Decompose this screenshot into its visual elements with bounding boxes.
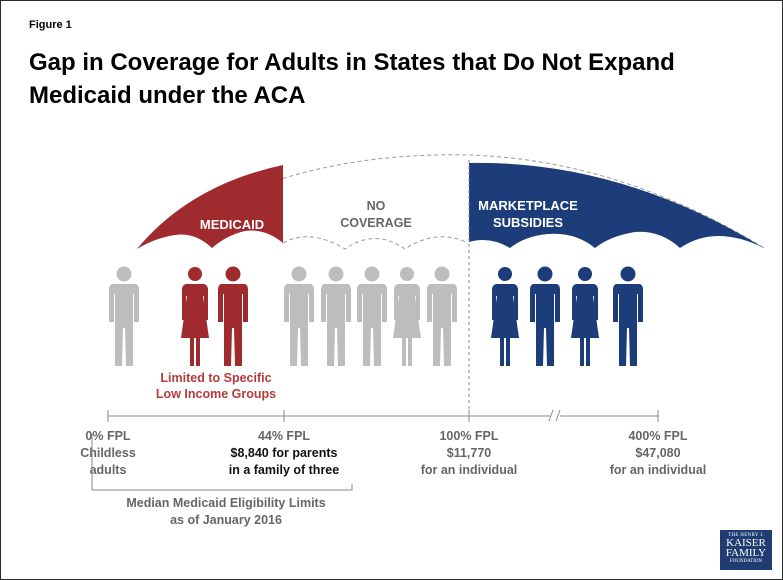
person-silhouette-icon — [284, 266, 314, 366]
logo-line2: KAISER — [726, 537, 766, 549]
person-silhouette-icon — [491, 267, 519, 366]
person-silhouette-icon — [427, 266, 457, 366]
fpl0-line3: adults — [90, 463, 127, 477]
fpl400-line2: $47,080 — [635, 446, 680, 460]
medicaid-label: MEDICAID — [200, 217, 264, 232]
fpl100-line1: 100% FPL — [439, 429, 498, 443]
person-silhouette-icon — [218, 266, 248, 366]
fpl0-line1: 0% FPL — [85, 429, 131, 443]
marketplace-umbrella — [469, 162, 764, 248]
kff-logo: THE HENRY J. KAISER FAMILY FOUNDATION — [720, 530, 772, 570]
no-coverage-label-1: NO — [367, 199, 386, 213]
fpl100-line3: for an individual — [421, 463, 518, 477]
fpl100-line2: $11,770 — [447, 446, 492, 460]
person-silhouette-icon — [321, 266, 351, 366]
person-silhouette-icon — [109, 266, 139, 366]
logo-line4: FOUNDATION — [729, 559, 763, 564]
logo-line1: THE HENRY J. — [728, 533, 764, 538]
fpl44-line1: 44% FPL — [258, 429, 310, 443]
figure-label: Figure 1 — [29, 19, 72, 31]
medicaid-umbrella — [137, 165, 283, 249]
limited-note-1: Limited to Specific — [160, 371, 271, 385]
person-silhouette-icon — [181, 267, 209, 366]
no-coverage-label-2: COVERAGE — [340, 216, 412, 230]
figure-title: Gap in Coverage for Adults in States tha… — [29, 49, 675, 109]
fpl400-line1: 400% FPL — [628, 429, 687, 443]
median-note-2: as of January 2016 — [170, 513, 282, 527]
person-silhouette-icon — [530, 266, 560, 366]
fpl44-line2: $8,840 for parents — [231, 446, 338, 460]
marketplace-label-2: SUBSIDIES — [493, 215, 563, 230]
median-note-1: Median Medicaid Eligibility Limits — [126, 496, 325, 510]
people-row — [109, 266, 643, 366]
limited-note-2: Low Income Groups — [156, 387, 276, 401]
median-bracket — [91, 434, 353, 491]
fpl0-line2: Childless — [80, 446, 136, 460]
person-silhouette-icon — [357, 266, 387, 366]
axis-break-icon — [548, 409, 561, 422]
fpl44-line3: in a family of three — [229, 463, 339, 477]
fpl400-line3: for an individual — [610, 463, 707, 477]
person-silhouette-icon — [393, 267, 421, 366]
marketplace-label-1: MARKETPLACE — [478, 198, 578, 213]
person-silhouette-icon — [571, 267, 599, 366]
person-silhouette-icon — [613, 266, 643, 366]
logo-line3: FAMILY — [725, 547, 767, 559]
overall-arc — [137, 154, 765, 249]
no-coverage-umbrella — [282, 236, 469, 250]
